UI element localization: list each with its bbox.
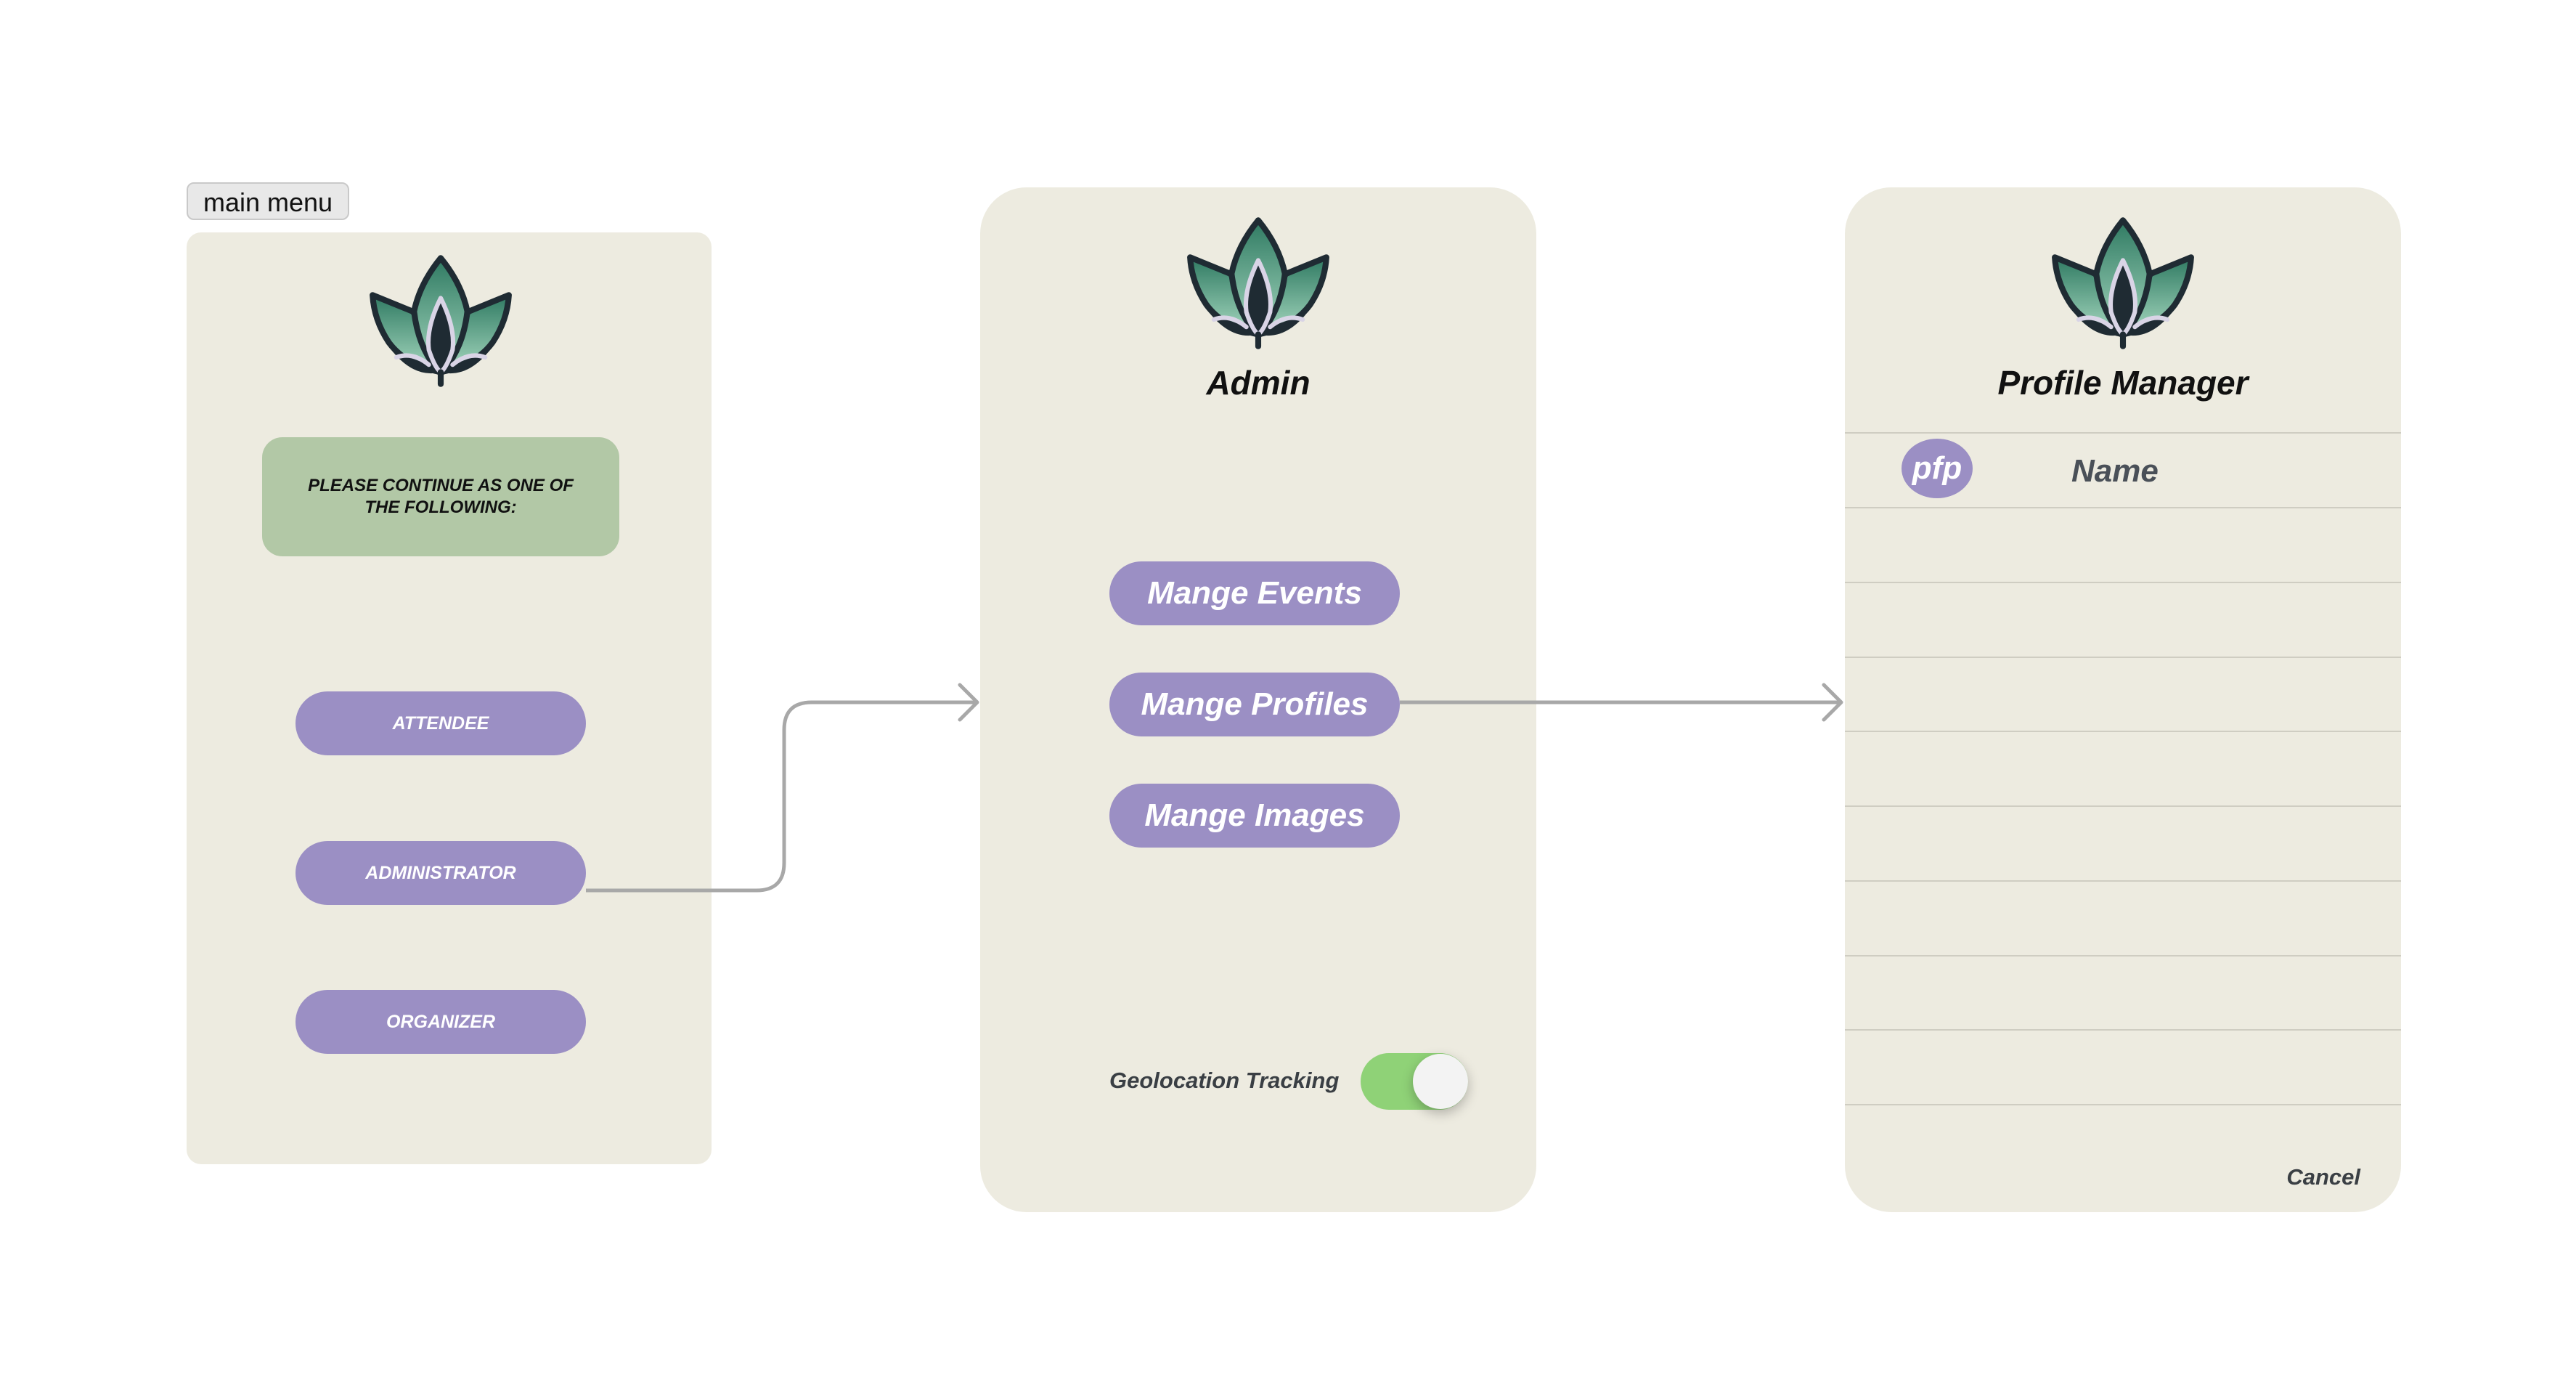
- arrow-right-icon: [1822, 683, 1843, 722]
- administrator-button[interactable]: ADMINISTRATOR: [295, 841, 586, 905]
- admin-screen: Admin Mange Events Mange Profiles Mange …: [980, 187, 1536, 1212]
- organizer-button[interactable]: ORGANIZER: [295, 990, 586, 1054]
- avatar: pfp: [1902, 439, 1973, 498]
- table-row-divider: [1845, 731, 2401, 732]
- manage-profiles-button[interactable]: Mange Profiles: [1109, 673, 1400, 736]
- admin-title: Admin: [1206, 364, 1311, 402]
- table-row-divider: [1845, 657, 2401, 658]
- main-menu-screen: PLEASE CONTINUE AS ONE OF THE FOLLOWING:…: [187, 232, 712, 1164]
- toggle-knob: [1413, 1054, 1468, 1109]
- name-column-header: Name: [2071, 453, 2159, 489]
- lotus-logo-icon: [2052, 217, 2194, 349]
- lotus-logo-icon: [370, 255, 512, 387]
- cancel-button[interactable]: Cancel: [2286, 1164, 2360, 1190]
- continue-notice: PLEASE CONTINUE AS ONE OF THE FOLLOWING:: [262, 437, 619, 556]
- profile-manager-title: Profile Manager: [1997, 364, 2249, 402]
- table-row-divider: [1845, 805, 2401, 807]
- frame-label: main menu: [187, 182, 349, 220]
- arrow-right-icon: [958, 683, 979, 722]
- manage-events-button[interactable]: Mange Events: [1109, 561, 1400, 625]
- attendee-button[interactable]: ATTENDEE: [295, 691, 586, 755]
- geolocation-label: Geolocation Tracking: [1109, 1068, 1340, 1093]
- table-row-divider: [1845, 880, 2401, 882]
- table-row-divider: [1845, 1104, 2401, 1105]
- table-row-divider: [1845, 507, 2401, 508]
- profile-manager-screen: Profile Manager pfp Name Cancel: [1845, 187, 2401, 1212]
- table-row-divider: [1845, 955, 2401, 957]
- manage-images-button[interactable]: Mange Images: [1109, 784, 1400, 848]
- table-row-divider: [1845, 432, 2401, 434]
- table-row-divider: [1845, 1029, 2401, 1031]
- table-row-divider: [1845, 582, 2401, 583]
- geolocation-toggle[interactable]: [1361, 1053, 1470, 1110]
- lotus-logo-icon: [1187, 217, 1329, 349]
